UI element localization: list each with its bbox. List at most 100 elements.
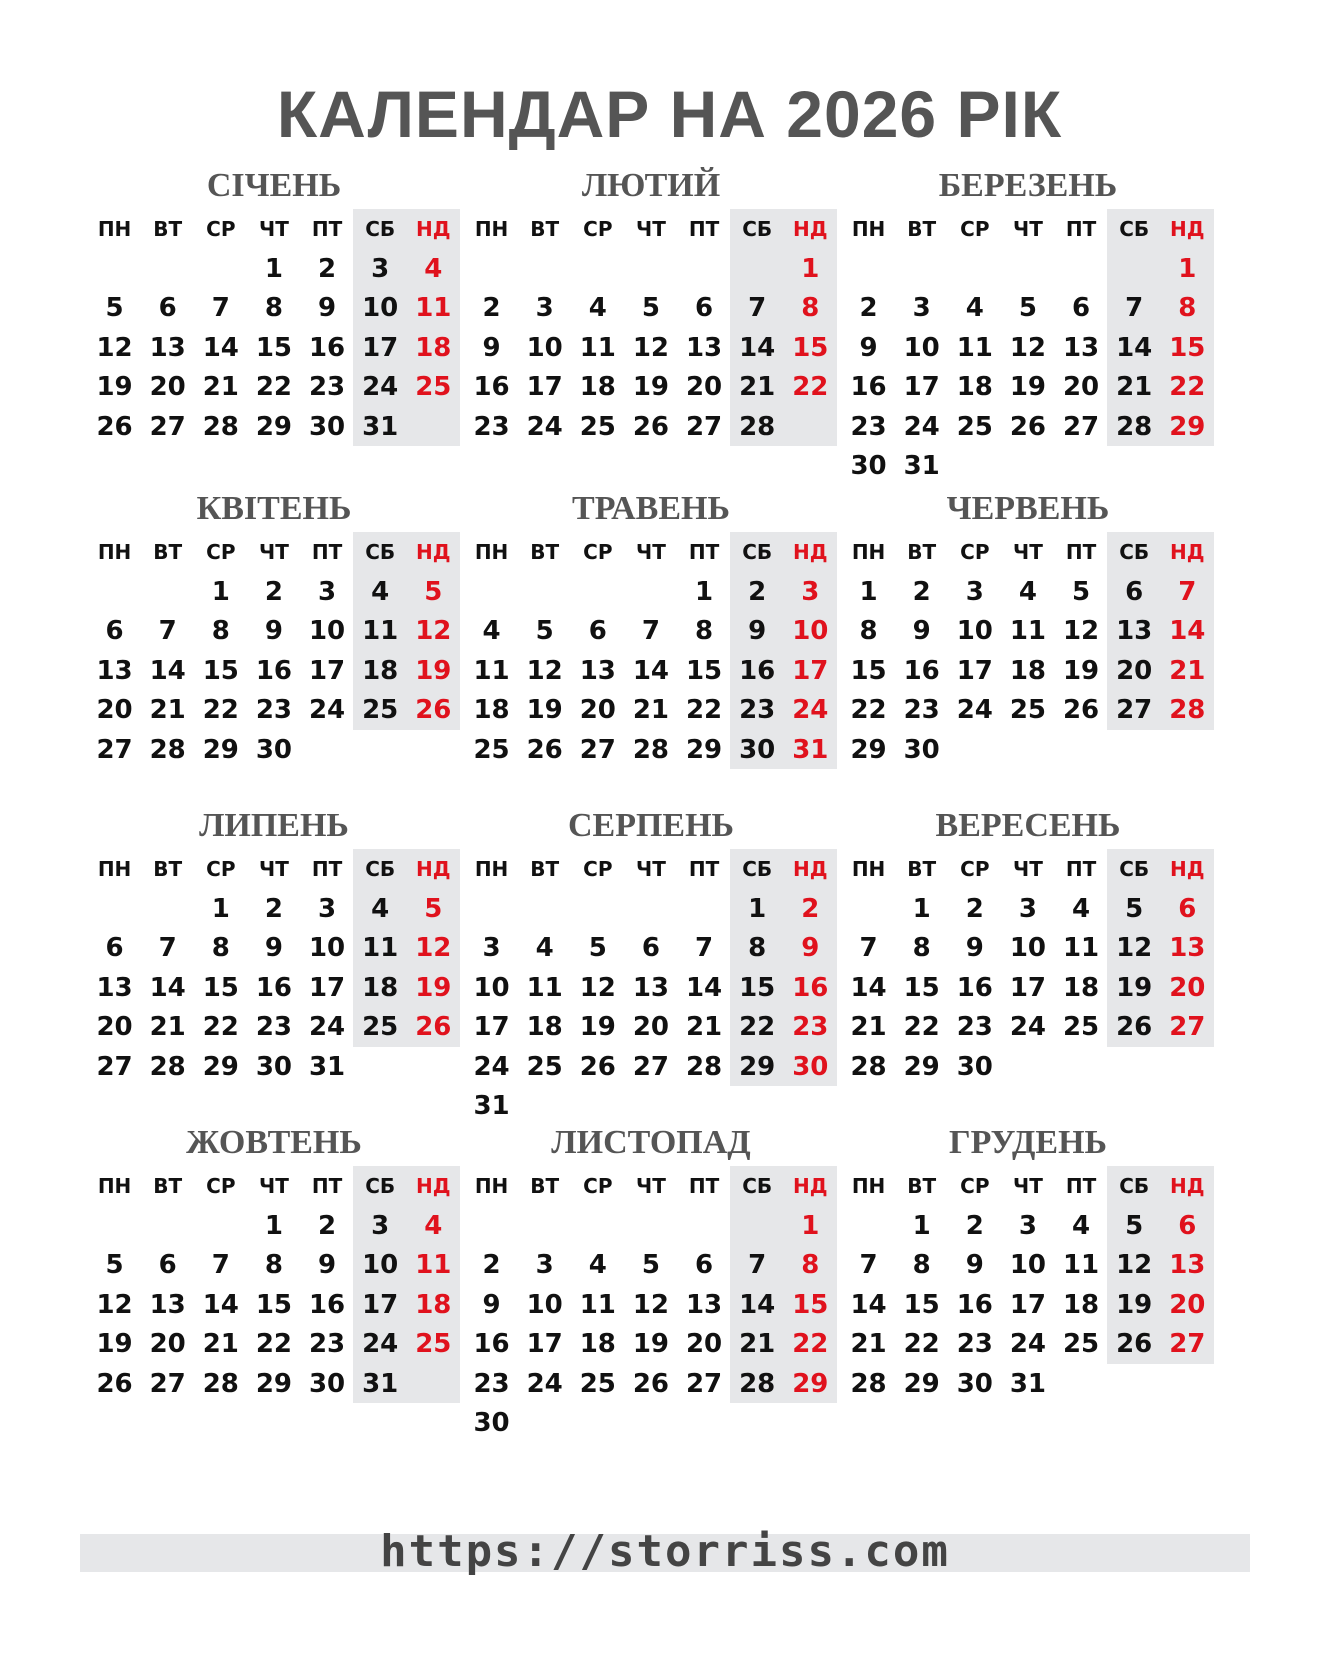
day-date — [141, 249, 194, 289]
weekend-column-bg — [1107, 209, 1214, 446]
day-date: 25 — [362, 695, 399, 726]
day-date: 10 — [362, 1250, 399, 1281]
weekday-label: НД — [416, 857, 451, 881]
day-date: 21 — [632, 695, 670, 726]
day-date: 12 — [96, 1289, 133, 1320]
day-date: 21 — [850, 1012, 887, 1043]
day-date — [624, 1086, 677, 1126]
day-date: 5 — [105, 293, 124, 324]
weekday-label: СР — [960, 857, 990, 881]
day-date: 29 — [255, 411, 293, 442]
weekday-label: ЧТ — [1013, 1174, 1043, 1198]
day-date: 12 — [1116, 933, 1153, 964]
day-date: 19 — [526, 695, 563, 726]
day-date — [465, 572, 518, 612]
day-date — [678, 1206, 731, 1246]
weekday-label: СБ — [365, 217, 396, 241]
day-date: 13 — [149, 332, 186, 363]
day-date — [518, 1086, 571, 1126]
day-date: 9 — [264, 933, 283, 964]
day-date: 1 — [748, 894, 767, 924]
day-date: 26 — [96, 1368, 133, 1399]
day-date: 3 — [371, 254, 390, 284]
sunday-date — [407, 730, 460, 770]
weekday-label: ЧТ — [259, 217, 289, 241]
day-date — [518, 1206, 571, 1246]
day-date: 2 — [318, 254, 337, 284]
day-date: 21 — [685, 1012, 723, 1043]
day-date: 23 — [308, 372, 346, 403]
day-date: 12 — [96, 332, 133, 363]
sunday-date: 22 — [792, 372, 829, 403]
day-date: 12 — [1062, 616, 1100, 647]
day-date: 7 — [859, 1250, 878, 1281]
sunday-date — [407, 407, 460, 447]
weekday-label: НД — [416, 540, 451, 564]
weekday-label: ПТ — [688, 1174, 720, 1198]
day-date: 13 — [96, 972, 133, 1003]
weekday-label: ЧТ — [636, 1174, 666, 1198]
weekday-label: ПН — [97, 540, 132, 564]
day-date: 16 — [739, 655, 776, 686]
day-date — [354, 1047, 407, 1087]
day-date — [141, 572, 194, 612]
footer-url[interactable]: https://storriss.com — [380, 1526, 950, 1577]
sunday-date: 21 — [1169, 655, 1206, 686]
day-date — [571, 1206, 624, 1246]
weekday-label: ПТ — [1065, 540, 1097, 564]
day-date — [1055, 1047, 1108, 1087]
day-date: 24 — [308, 695, 346, 726]
weekday-label: ПН — [474, 1174, 509, 1198]
day-date — [571, 1086, 624, 1126]
day-date: 7 — [641, 616, 660, 647]
day-date: 23 — [255, 1012, 293, 1043]
day-date: 20 — [632, 1012, 670, 1043]
day-date: 19 — [1009, 372, 1047, 403]
day-date — [948, 730, 1001, 770]
sunday-date: 23 — [792, 1012, 829, 1043]
day-date: 18 — [362, 972, 399, 1003]
day-date: 28 — [632, 734, 670, 765]
day-date: 31 — [473, 1091, 510, 1121]
sunday-date: 29 — [1169, 411, 1206, 442]
sunday-date — [407, 1364, 460, 1404]
day-date — [88, 1206, 141, 1246]
sunday-date: 26 — [415, 1012, 452, 1043]
day-date: 2 — [912, 577, 931, 607]
day-date: 7 — [211, 293, 230, 324]
month-name: БЕРЕЗЕНЬ — [938, 167, 1118, 204]
sunday-date — [1161, 730, 1214, 770]
week-row: 1 — [465, 1206, 837, 1246]
weekday-label: НД — [1170, 857, 1205, 881]
weekday-label: СБ — [742, 217, 773, 241]
sunday-date: 8 — [801, 1250, 820, 1281]
day-date: 6 — [158, 1250, 177, 1281]
day-date: 21 — [149, 1012, 186, 1043]
day-date: 16 — [255, 972, 293, 1003]
day-date: 29 — [202, 734, 239, 765]
day-date: 31 — [362, 1368, 399, 1399]
day-date: 30 — [308, 1368, 346, 1399]
day-date — [624, 1206, 677, 1246]
day-date: 4 — [535, 933, 554, 964]
day-date: 29 — [739, 1051, 776, 1082]
day-date: 24 — [903, 411, 940, 442]
day-date: 12 — [579, 972, 616, 1003]
sunday-date: 10 — [792, 616, 829, 647]
sunday-date: 5 — [424, 577, 443, 607]
day-date: 9 — [482, 1289, 501, 1320]
weekday-label: ПН — [851, 857, 886, 881]
